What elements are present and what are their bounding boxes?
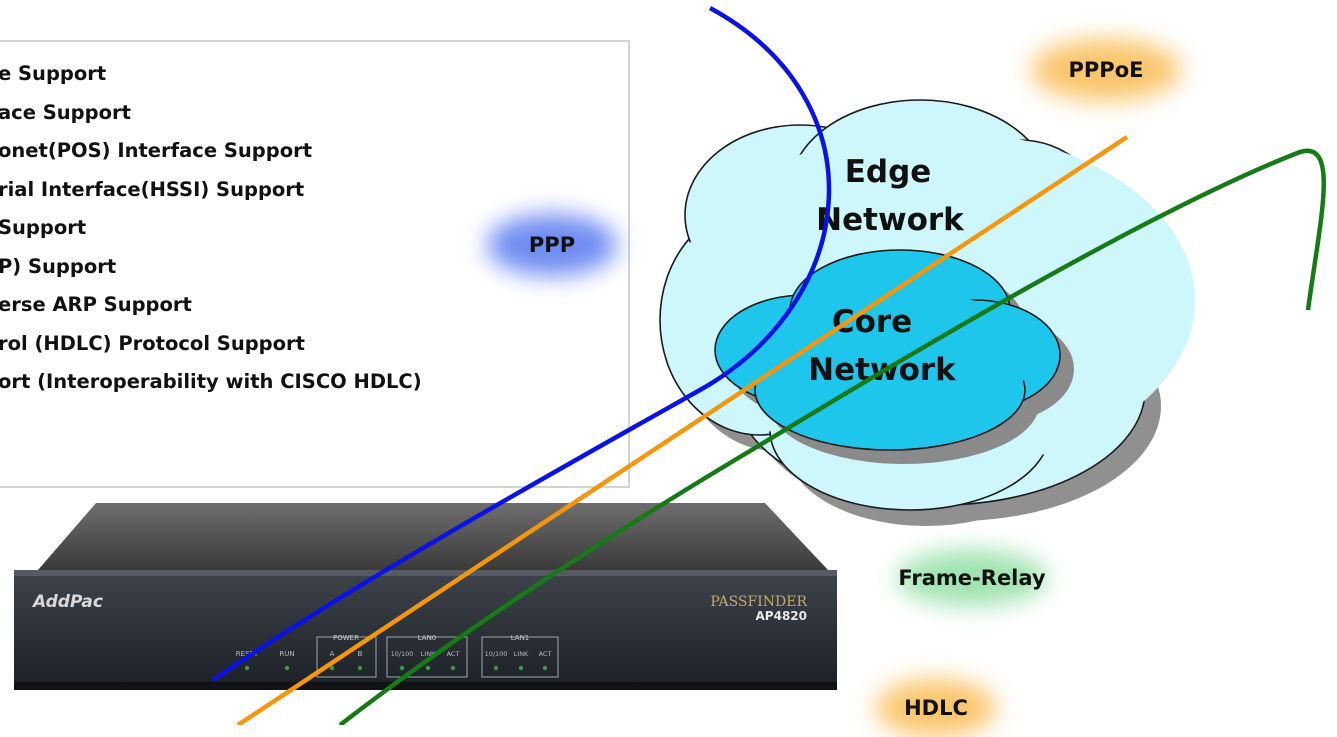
lan1-link-label: LINK	[514, 650, 529, 658]
feature-list: e Support ace Support onet(POS) Interfac…	[0, 60, 422, 407]
device-front-edge	[14, 570, 837, 576]
device-front-panel	[14, 570, 837, 690]
power-a-led	[329, 665, 335, 671]
reset-label: RESET	[236, 650, 259, 658]
lan1-speed-led	[493, 665, 499, 671]
router-device: AddPac PASSFINDER AP4820 RESET RUN POWER…	[14, 503, 837, 690]
lan0-label: LAN0	[418, 634, 437, 642]
edge-network-label-line1: Edge	[845, 154, 932, 190]
ppp-label: PPP	[528, 233, 576, 257]
lan1-act-label: ACT	[539, 650, 552, 658]
hdlc-label: HDLC	[904, 696, 968, 720]
lan1-act-led	[542, 665, 548, 671]
lan0-link-label: LINK	[421, 650, 436, 658]
feature-item: erse ARP Support	[0, 293, 192, 316]
feature-item: rial Interface(HSSI) Support	[0, 177, 305, 201]
lan1-group	[481, 636, 559, 678]
run-label: RUN	[279, 650, 294, 658]
power-a-label: A	[330, 650, 335, 658]
device-model-label: AP4820	[756, 609, 807, 623]
feature-item: rol (HDLC) Protocol Support	[0, 331, 305, 355]
lan0-act-led	[450, 665, 456, 671]
feature-item: onet(POS) Interface Support	[0, 139, 313, 162]
device-product-logo: PASSFINDER	[710, 594, 807, 610]
lan1-link-led	[518, 665, 524, 671]
power-b-label: B	[358, 650, 363, 658]
ppp-connection-line	[211, 6, 832, 682]
feature-item: ort (Interoperability with CISCO HDLC)	[0, 370, 422, 393]
frame-relay-glow	[897, 550, 1047, 606]
feature-item: e Support	[0, 62, 107, 85]
lan1-label: LAN1	[511, 634, 530, 642]
lan1-speed-label: 10/100	[485, 650, 508, 658]
power-group	[316, 636, 377, 678]
ppp-glow	[487, 214, 617, 276]
feature-item: Support	[0, 216, 87, 239]
device-bottom-edge	[14, 682, 837, 690]
pppoe-label: PPPoE	[1068, 58, 1144, 82]
power-b-led	[357, 665, 363, 671]
lan0-link-led	[425, 665, 431, 671]
feature-item: P) Support	[0, 254, 117, 278]
hdlc-connection-line	[338, 148, 1326, 725]
device-brand-logo: AddPac	[31, 592, 103, 612]
pppoe-connection-line	[236, 135, 1129, 725]
pppoe-glow	[1031, 39, 1181, 101]
lan0-act-label: ACT	[447, 650, 460, 658]
run-led	[284, 665, 290, 671]
lan0-group	[386, 636, 468, 678]
lan0-speed-label: 10/100	[391, 650, 414, 658]
reset-led	[244, 665, 250, 671]
power-label: POWER	[333, 634, 359, 642]
lan0-speed-led	[399, 665, 405, 671]
frame-relay-label: Frame-Relay	[898, 566, 1046, 590]
device-top-panel	[38, 503, 828, 570]
edge-network-label-line2: Network	[816, 202, 965, 238]
feature-item: ace Support	[0, 100, 131, 124]
